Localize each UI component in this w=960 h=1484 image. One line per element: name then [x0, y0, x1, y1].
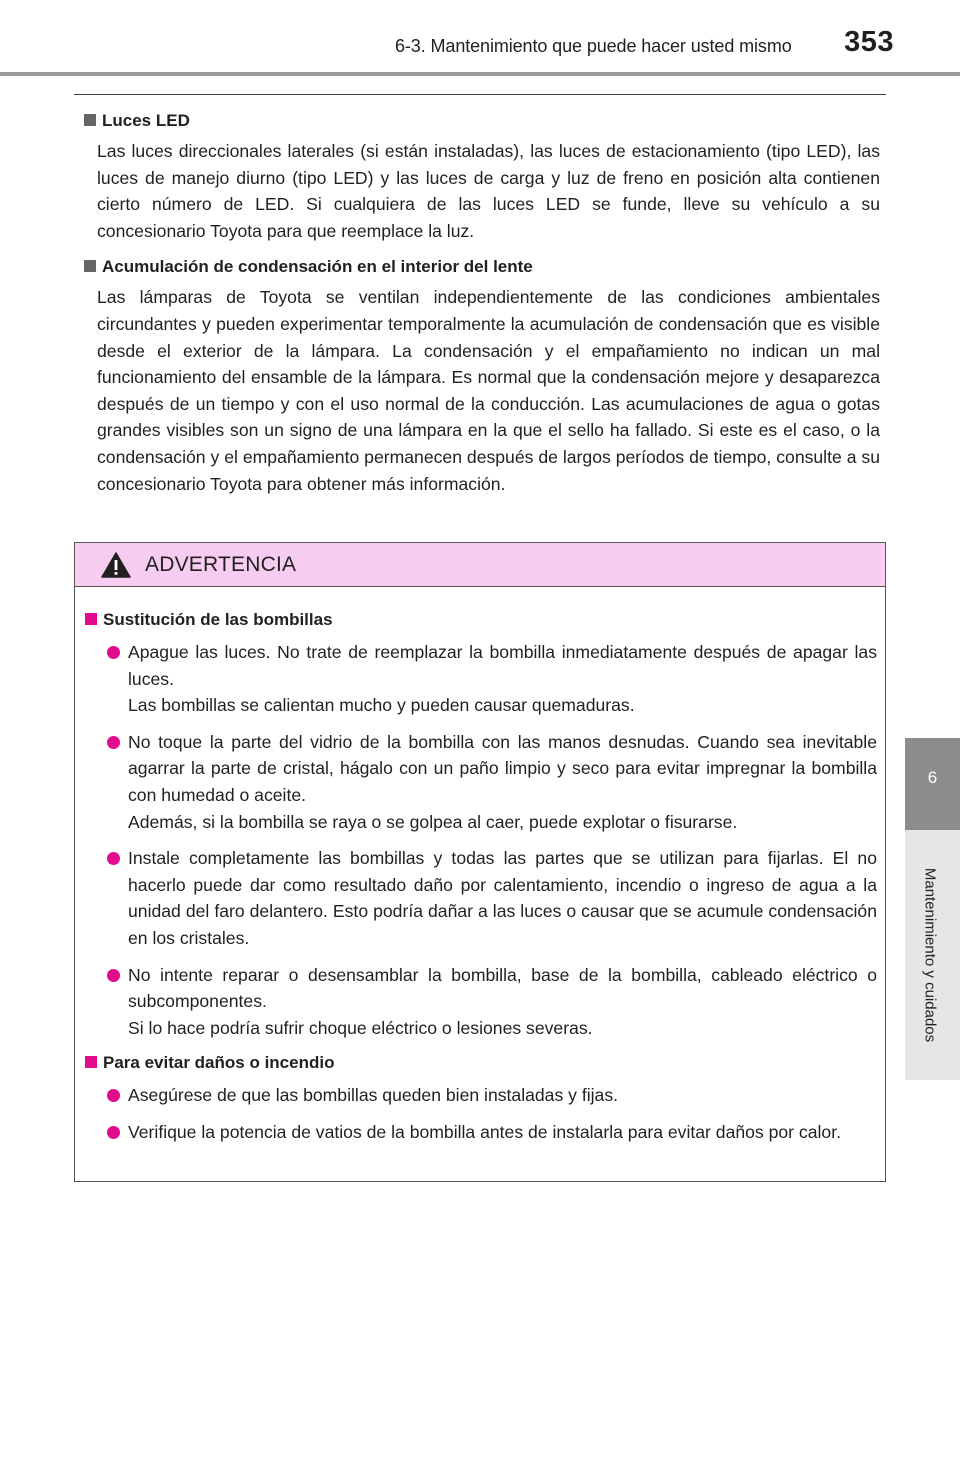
warning-bullet: Instale completamente las bombillas y to…: [85, 845, 877, 951]
section-title: Luces LED: [102, 111, 190, 130]
circle-bullet-icon: [107, 852, 120, 866]
square-bullet-icon: [85, 1056, 97, 1069]
square-bullet-icon: [84, 114, 96, 126]
section-body: Las luces direccionales laterales (si es…: [97, 141, 880, 241]
warning-bullet: Verifique la potencia de vatios de la bo…: [85, 1119, 877, 1146]
page-number: 353: [844, 26, 894, 58]
circle-bullet-icon: [107, 968, 120, 982]
warning-bullet: No toque la parte del vidrio de la bombi…: [85, 729, 877, 835]
warning-box: ADVERTENCIA Sustitución de las bombillas…: [74, 542, 886, 1182]
running-header-title: 6-3. Mantenimiento que puede hacer usted…: [395, 36, 792, 56]
chapter-tab: 6: [905, 738, 960, 830]
top-rule: [74, 94, 886, 95]
square-bullet-icon: [85, 613, 97, 625]
chapter-label-area: [905, 830, 960, 1080]
warning-bullet: Asegúrese de que las bombillas queden bi…: [85, 1082, 877, 1109]
section-body: Las lámparas de Toyota se ventilan indep…: [97, 287, 880, 494]
square-bullet-icon: [84, 260, 96, 273]
circle-bullet-icon: [107, 1089, 120, 1103]
circle-bullet-icon: [107, 1125, 120, 1139]
chapter-number: 6: [927, 768, 938, 787]
section-title: Acumulación de condensación en el interi…: [102, 257, 533, 277]
circle-bullet-icon: [107, 735, 120, 749]
main-content: Luces LED Las luces direccionales latera…: [84, 108, 880, 497]
section-condensation: Acumulación de condensación en el interi…: [84, 254, 880, 497]
header-band: [0, 72, 960, 76]
warning-header: ADVERTENCIA: [75, 543, 885, 587]
warning-section-title: Para evitar daños o incendio: [103, 1053, 335, 1073]
warning-label: ADVERTENCIA: [145, 553, 297, 576]
warning-triangle-icon: [101, 552, 131, 578]
warning-body: Sustitución de las bombillas Apague las …: [75, 587, 885, 1146]
section-led: Luces LED Las luces direccionales latera…: [84, 108, 880, 244]
warning-section-title: Sustitución de las bombillas: [103, 610, 333, 629]
warning-bullet: Apague las luces. No trate de reemplazar…: [85, 639, 877, 719]
warning-bullet: No intente reparar o desensamblar la bom…: [85, 962, 877, 1042]
circle-bullet-icon: [107, 646, 120, 659]
chapter-label: Mantenimiento y cuidados: [921, 867, 939, 1043]
